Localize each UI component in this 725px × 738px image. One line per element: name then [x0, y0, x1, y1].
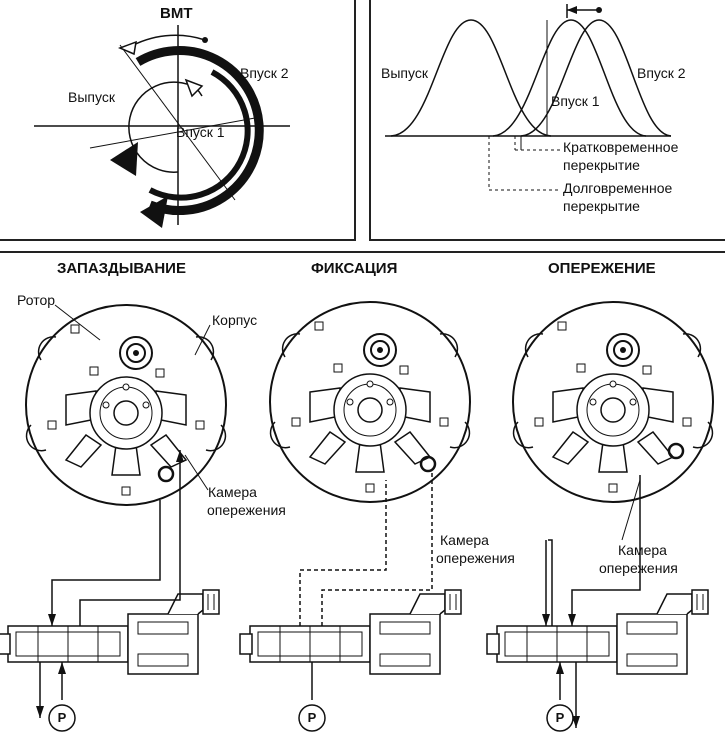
curve-intake1-label: Впуск 1 [551, 93, 600, 109]
long-overlap-label-2: перекрытие [563, 198, 640, 214]
pressure-label-3: P [555, 710, 565, 725]
short-overlap-label-1: Кратковременное [563, 139, 679, 155]
heading-retard: ЗАПАЗДЫВАНИЕ [57, 260, 186, 277]
valve-lift-curves-diagram [385, 4, 672, 191]
valve-timing-circle-panel: BMT Впуск 2 Выпуск Впуск 1 [0, 0, 356, 241]
control-valve-retard [0, 589, 220, 675]
chamber-label-1b: опережения [207, 502, 286, 518]
valve-timing-circle-diagram [34, 25, 290, 228]
bmt-label: BMT [160, 5, 193, 22]
chamber-label-2a: Камера [440, 532, 489, 548]
heading-hold: ФИКСАЦИЯ [311, 260, 398, 277]
rotor-label: Ротор [17, 292, 56, 308]
curve-exhaust-label: Выпуск [381, 65, 428, 81]
pressure-label-2: P [307, 710, 317, 725]
heading-advance: ОПЕРЕЖЕНИЕ [548, 260, 656, 277]
control-valve-advance [486, 589, 709, 675]
chamber-label-2b: опережения [436, 550, 515, 566]
chamber-label-3b: опережения [599, 560, 678, 576]
chamber-label-1a: Камера [208, 484, 257, 500]
chamber-label-3a: Камера [618, 542, 667, 558]
curve-intake2-label: Впуск 2 [637, 65, 686, 81]
pressure-label-1: P [57, 710, 67, 725]
separator-line [0, 251, 725, 253]
exhaust-label: Выпуск [68, 89, 115, 105]
control-valve-hold [239, 589, 462, 675]
valve-lift-curves-panel: Выпуск Впуск 2 Впуск 1 Кратковременное п… [369, 0, 725, 241]
intake2-label: Впуск 2 [240, 65, 289, 81]
phaser-retard [25, 304, 227, 506]
phaser-advance [512, 301, 714, 503]
short-overlap-label-2: перекрытие [563, 157, 640, 173]
intake1-label: Впуск 1 [176, 124, 225, 140]
phaser-hold [269, 301, 471, 503]
housing-label: Корпус [212, 312, 258, 328]
long-overlap-label-1: Долговременное [563, 180, 673, 196]
